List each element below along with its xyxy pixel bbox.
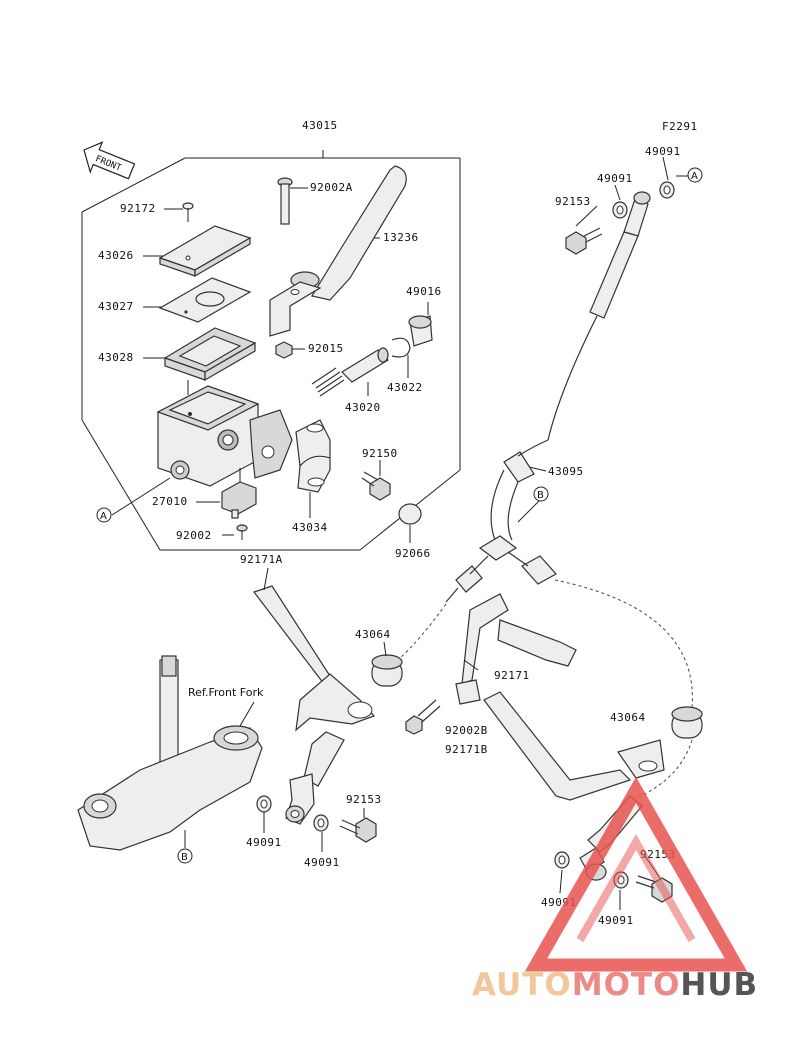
callout-49091-top-a: 49091 [597,172,633,185]
marker-b-top: B [533,486,549,502]
svg-text:A: A [100,511,107,522]
plate-43027 [158,277,252,323]
washer-49091-top-b [659,181,675,199]
callout-92015: 92015 [308,342,344,355]
callout-49091-left-a: 49091 [246,836,282,849]
reservoir-cap-43026 [158,225,252,278]
callout-92171B: 92171B [445,743,488,756]
callout-92002B: 92002B [445,724,488,737]
diagram-code: F2291 [662,120,698,133]
callout-92002: 92002 [176,529,212,542]
watermark-logo [524,776,748,972]
washer-49091-left-a [256,795,272,833]
callout-43095: 43095 [548,465,584,478]
callout-92172: 92172 [120,202,156,215]
front-direction-arrow: FRONT [83,141,136,180]
svg-text:AUTOMOTOHUB: AUTOMOTOHUB [472,967,758,1003]
callout-27010: 27010 [152,495,188,508]
bracket-92171B [483,691,665,801]
callout-43022: 43022 [387,381,423,394]
washer-49091-lower-right-a [554,851,570,869]
bracket-92171 [455,593,577,705]
bolt-92002B [405,699,441,735]
lever-13236 [269,165,407,337]
bracket-92171A [253,567,376,732]
marker-a-left: A [96,507,112,523]
callout-13236: 13236 [383,231,419,244]
svg-text:B: B [537,490,544,501]
cap-92066 [398,503,422,525]
svg-text:A: A [691,171,698,182]
callout-49016: 49016 [406,285,442,298]
grommet-43064-left [371,641,403,687]
callout-43034: 43034 [292,521,328,534]
callout-43015: 43015 [302,119,338,132]
washer-49091-top-a [612,201,628,219]
circlip-43022 [391,337,411,358]
callout-92153-top: 92153 [555,195,591,208]
callout-49091-lower-right-b: 49091 [598,914,634,927]
bolt-92002A [277,177,293,225]
assembly-43015-outline [81,150,461,551]
callout-92171A: 92171A [240,553,283,566]
callout-43028: 43028 [98,351,134,364]
ref-front-fork: Ref.Front Fork [188,686,264,699]
hose-joint [445,535,557,603]
switch-27010 [221,468,257,519]
callout-92150: 92150 [362,447,398,460]
clamp-43034 [295,419,331,493]
routing-dashed-lines [397,579,693,801]
brake-hose-lower-left [285,731,345,825]
callout-43020: 43020 [345,401,381,414]
diaphragm-43028 [163,327,257,395]
callout-43026: 43026 [98,249,134,262]
callout-43064-left: 43064 [355,628,391,641]
screw-92002 [236,524,248,540]
nut-92015 [275,341,293,359]
bolt-92150 [361,471,391,501]
grommet-43064-right [671,706,703,739]
steering-stem-fork-clamp [77,655,263,851]
callout-43064-right: 43064 [610,711,646,724]
callout-92002A: 92002A [310,181,353,194]
screw-92172 [182,202,194,222]
callout-49091-top-b: 49091 [645,145,681,158]
piston-43020 [311,347,389,397]
callout-92066: 92066 [395,547,431,560]
callout-92153-left: 92153 [346,793,382,806]
callout-92171: 92171 [494,669,530,682]
washer-49091-left-b [313,814,329,852]
marker-b-bottom: B [177,848,193,864]
leader-lines-right [517,156,688,523]
master-cylinder-body [156,385,293,487]
callout-49091-left-b: 49091 [304,856,340,869]
banjo-bolt-92153-left [339,808,377,843]
banjo-bolt-92153-top [565,227,603,255]
watermark-text: AUTOMOTOHUB [472,967,758,1003]
marker-a-right: A [687,167,703,183]
callout-43027: 43027 [98,300,134,313]
svg-text:B: B [181,852,188,863]
brake-hose-43095-upper [490,191,651,541]
boot-49016 [408,315,433,347]
